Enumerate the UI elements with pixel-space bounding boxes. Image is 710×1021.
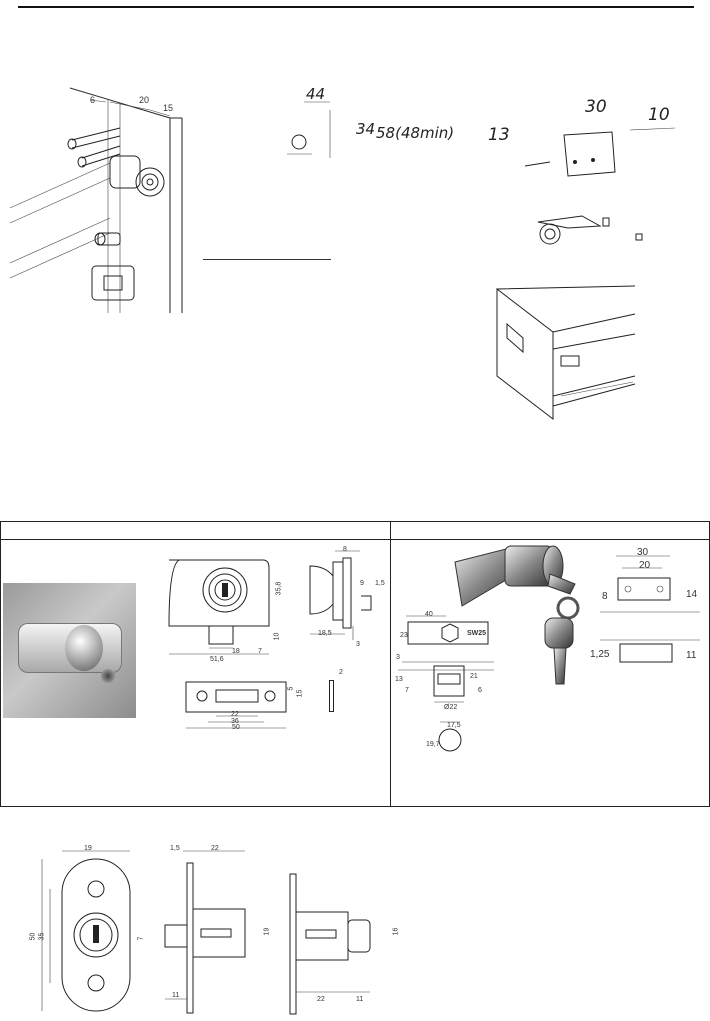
dim-50-c: 50	[232, 724, 240, 731]
dim-7-cam: 7	[405, 687, 409, 694]
cabinet-assembly-illustration	[9, 87, 183, 313]
hole-layout-sketch	[287, 101, 331, 158]
dim-30-plate: 30	[637, 547, 649, 558]
dim-36: 36	[231, 718, 239, 725]
dim-10-a: 10	[273, 632, 281, 641]
dim-1-5-side: 1,5	[170, 845, 180, 852]
dim-15: 15	[163, 103, 174, 113]
dim-6: 6	[90, 95, 96, 105]
dim-50-front: 50	[29, 932, 37, 941]
dim-1-25: 1,25	[590, 649, 610, 660]
dim-8-plate: 8	[602, 591, 608, 602]
lock-photo	[3, 583, 136, 718]
dim-3-b: 3	[356, 641, 360, 648]
dim-21: 21	[470, 673, 478, 680]
dim-18: 18	[232, 648, 240, 655]
dim-5-c: 5	[287, 686, 295, 691]
dim-34: 34	[356, 120, 376, 138]
dim-35-front: 35	[38, 932, 46, 941]
dim-30: 30	[585, 97, 607, 117]
dim-9: 9	[360, 580, 364, 587]
dim-22-side2: 22	[317, 996, 325, 1003]
dim-2: 2	[339, 669, 343, 676]
pin-lock-front-drawing	[41, 850, 131, 1012]
strike-plate-drawing	[185, 681, 287, 729]
dim-19-front: 19	[84, 845, 92, 852]
cam-lock-photo	[454, 545, 580, 685]
dim-7: 7	[258, 648, 262, 655]
dim-58: 58(48min)	[376, 124, 455, 142]
dim-11-side2: 11	[356, 996, 364, 1003]
header-rule	[18, 6, 694, 8]
dim-51-6: 51,6	[210, 656, 224, 663]
table-divider	[390, 521, 391, 806]
dim-15-c: 15	[296, 689, 304, 698]
plate-layout-sketch	[524, 127, 676, 245]
dim-44: 44	[306, 85, 326, 103]
dim-22-c: 22	[231, 711, 239, 718]
dim-20-plate: 20	[639, 560, 651, 571]
dim-6-cam: 6	[478, 687, 482, 694]
dim-11-side: 11	[172, 992, 180, 999]
dim-1-5: 1,5	[375, 580, 385, 587]
dim-16: 16	[392, 927, 400, 936]
dim-23: 23	[400, 632, 408, 639]
lock-front-drawing	[168, 559, 270, 655]
dim-17-5: 17,5	[447, 722, 461, 729]
dim-19-7: 19,7	[426, 741, 440, 748]
dim-11-plate: 11	[686, 650, 697, 661]
dim-22-side: 22	[211, 845, 219, 852]
dim-18-5: 18,5	[318, 630, 332, 637]
dim-14: 14	[686, 589, 698, 600]
dim-sw25: SW25	[467, 630, 487, 637]
lock-knob	[65, 625, 103, 671]
thin-plate-drawing	[329, 680, 334, 712]
keyhole-icon	[101, 669, 115, 683]
dim-20: 20	[139, 95, 150, 105]
cam-plate-drawing	[600, 555, 700, 663]
dim-dia22: Ø22	[444, 704, 458, 711]
dim-35-8: 35,8	[275, 581, 283, 596]
dim-7-side: 7	[137, 936, 145, 941]
dim-13: 13	[488, 125, 510, 145]
lock-side-drawing	[309, 550, 372, 640]
pointer-line	[203, 259, 331, 260]
cam-lock-drawing	[398, 615, 494, 752]
table-header-row	[0, 521, 710, 540]
dim-19-side: 19	[263, 927, 271, 936]
pin-lock-side-drawing-2	[289, 873, 371, 1015]
dim-8-b: 8	[343, 546, 347, 553]
dim-3-cam: 3	[396, 654, 400, 661]
pin-lock-side-drawing-1	[164, 850, 246, 1014]
dim-13-cam: 13	[395, 676, 403, 683]
dim-40: 40	[425, 611, 433, 618]
dim-10: 10	[648, 105, 670, 125]
drawer-illustration	[496, 285, 636, 421]
